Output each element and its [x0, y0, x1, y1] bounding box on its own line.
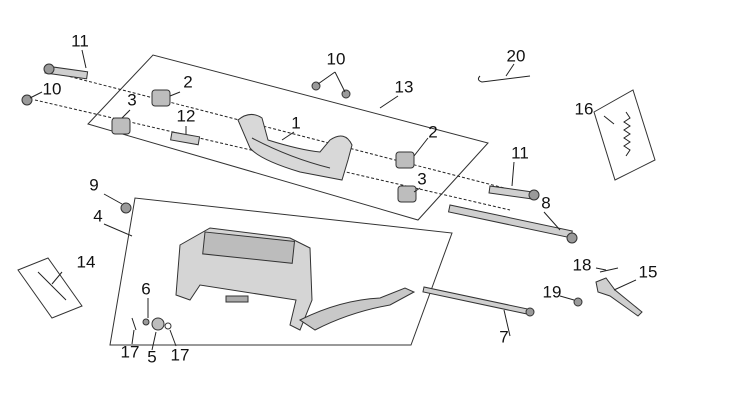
main-stand-lever [299, 287, 416, 331]
main-stand-frame [109, 197, 453, 346]
collar-5 [151, 317, 165, 331]
axis-line-upper [59, 73, 521, 193]
callout-4: 4 [93, 206, 102, 225]
callout-2-left: 2 [183, 72, 192, 91]
bolt-head-right [528, 189, 540, 201]
bolt-right [488, 185, 537, 200]
nut-top-b [341, 89, 351, 99]
sleeve-12 [170, 131, 201, 146]
callout-1: 1 [291, 113, 300, 132]
cable-14 [37, 271, 67, 301]
callout-8: 8 [541, 193, 550, 212]
callout-10-left: 10 [43, 79, 62, 98]
callout-3-right: 3 [417, 169, 426, 188]
bushing-2-right [395, 151, 415, 169]
cotter-pin-17-left [131, 317, 137, 331]
bushing-3-left [111, 117, 131, 135]
spring-box-frame [593, 89, 656, 181]
callout-5: 5 [147, 347, 156, 366]
bolt-head-upper-left [43, 63, 55, 75]
callout-12: 12 [177, 106, 196, 125]
bracket-1-inner [251, 137, 331, 169]
callout-13: 13 [395, 77, 414, 96]
shaft-8-end [566, 232, 578, 244]
callout-10-top: 10 [327, 49, 346, 68]
bushing-3-right [397, 185, 417, 203]
callout-11-upper: 11 [71, 31, 89, 50]
nut-19 [573, 297, 583, 307]
bushing-2-left [151, 89, 171, 107]
callout-18: 18 [573, 255, 592, 274]
upper-assembly-frame [87, 54, 489, 221]
callout-14: 14 [77, 252, 96, 271]
callout-3-left: 3 [127, 90, 136, 109]
bolt-18 [599, 267, 619, 273]
main-stand-crossbar [202, 231, 296, 264]
nut-left [21, 94, 33, 106]
nut-9 [120, 202, 132, 214]
callout-2-right: 2 [428, 122, 437, 141]
callout-17-right: 17 [171, 345, 190, 364]
side-stand-15 [595, 277, 643, 317]
washer-6 [142, 318, 150, 326]
cotter-pin-20 [477, 75, 531, 83]
shaft-7-end [525, 307, 535, 317]
callout-20: 20 [507, 46, 526, 65]
callout-11-right: 11 [511, 143, 529, 162]
callout-17-left: 17 [121, 342, 140, 361]
spring-16 [623, 111, 631, 157]
callout-7: 7 [499, 327, 508, 346]
callout-16: 16 [575, 99, 594, 118]
main-stand-pin [225, 295, 249, 303]
callout-15: 15 [639, 262, 658, 281]
cotter-ring-17-right [164, 322, 172, 330]
callout-19: 19 [543, 282, 562, 301]
shaft-8 [447, 204, 573, 239]
callout-6: 6 [141, 279, 150, 298]
leader-lines [29, 49, 637, 351]
shaft-7 [422, 286, 533, 316]
cable-box-frame [17, 257, 83, 319]
bracket-1 [237, 114, 353, 181]
callout-labels: 11 10 10 20 2 3 12 1 13 16 2 11 3 9 8 4 … [43, 31, 658, 366]
callout-9: 9 [89, 175, 98, 194]
